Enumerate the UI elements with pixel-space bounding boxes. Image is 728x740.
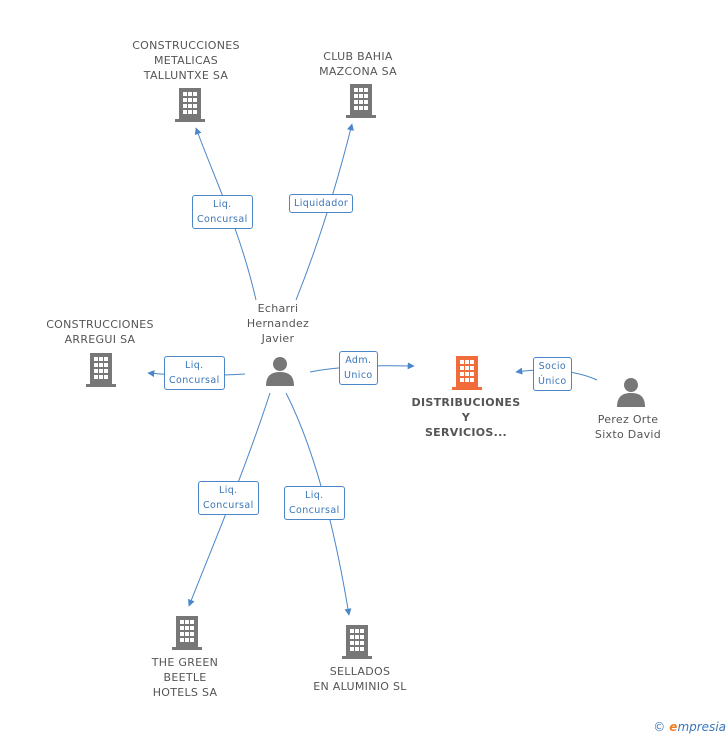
- edge-label-liq-concursal: Liq. Concursal: [192, 195, 253, 229]
- building-icon-green[interactable]: [172, 616, 202, 650]
- person-icon-echarri[interactable]: [266, 357, 294, 386]
- edge-label-liq-concursal: Liq. Concursal: [164, 356, 225, 390]
- edge-label-socio-unico: Socio Único: [533, 357, 572, 391]
- node-label-perez[interactable]: Perez Orte Sixto David: [594, 413, 662, 441]
- edge-label-liquidador: Liquidador: [289, 194, 354, 213]
- person-icon-perez[interactable]: [617, 378, 645, 407]
- node-label-echarri[interactable]: Echarri Hernandez Javier: [246, 302, 310, 345]
- node-label-talluntxe[interactable]: CONSTRUCCIONES METALICAS TALLUNTXE SA: [132, 39, 240, 82]
- building-icon-talluntxe[interactable]: [175, 88, 205, 122]
- node-label-bahia[interactable]: CLUB BAHIA MAZCONA SA: [319, 50, 397, 78]
- building-icon-sellados[interactable]: [342, 625, 372, 659]
- node-label-green[interactable]: THE GREEN BEETLE HOTELS SA: [151, 656, 219, 699]
- node-label-sellados[interactable]: SELLADOS EN ALUMINIO SL: [313, 665, 407, 693]
- brand-logo-initial: e: [669, 720, 678, 734]
- building-icon-arregui[interactable]: [86, 353, 116, 387]
- edge-label-liq-concursal: Liq. Concursal: [284, 486, 345, 520]
- brand-footer[interactable]: ©empresia: [653, 720, 726, 734]
- node-label-distribuciones[interactable]: DISTRIBUCIONES Y SERVICIOS...: [411, 396, 521, 439]
- building-icon-distribuciones[interactable]: [452, 356, 482, 390]
- brand-logo-text: mpresia: [677, 720, 726, 734]
- edge-label-liq-concursal: Liq. Concursal: [198, 481, 259, 515]
- edge-label-adm-unico: Adm. Unico: [339, 351, 378, 385]
- copyright-symbol: ©: [653, 720, 666, 734]
- node-label-arregui[interactable]: CONSTRUCCIONES ARREGUI SA: [46, 318, 154, 346]
- building-icon-bahia[interactable]: [346, 84, 376, 118]
